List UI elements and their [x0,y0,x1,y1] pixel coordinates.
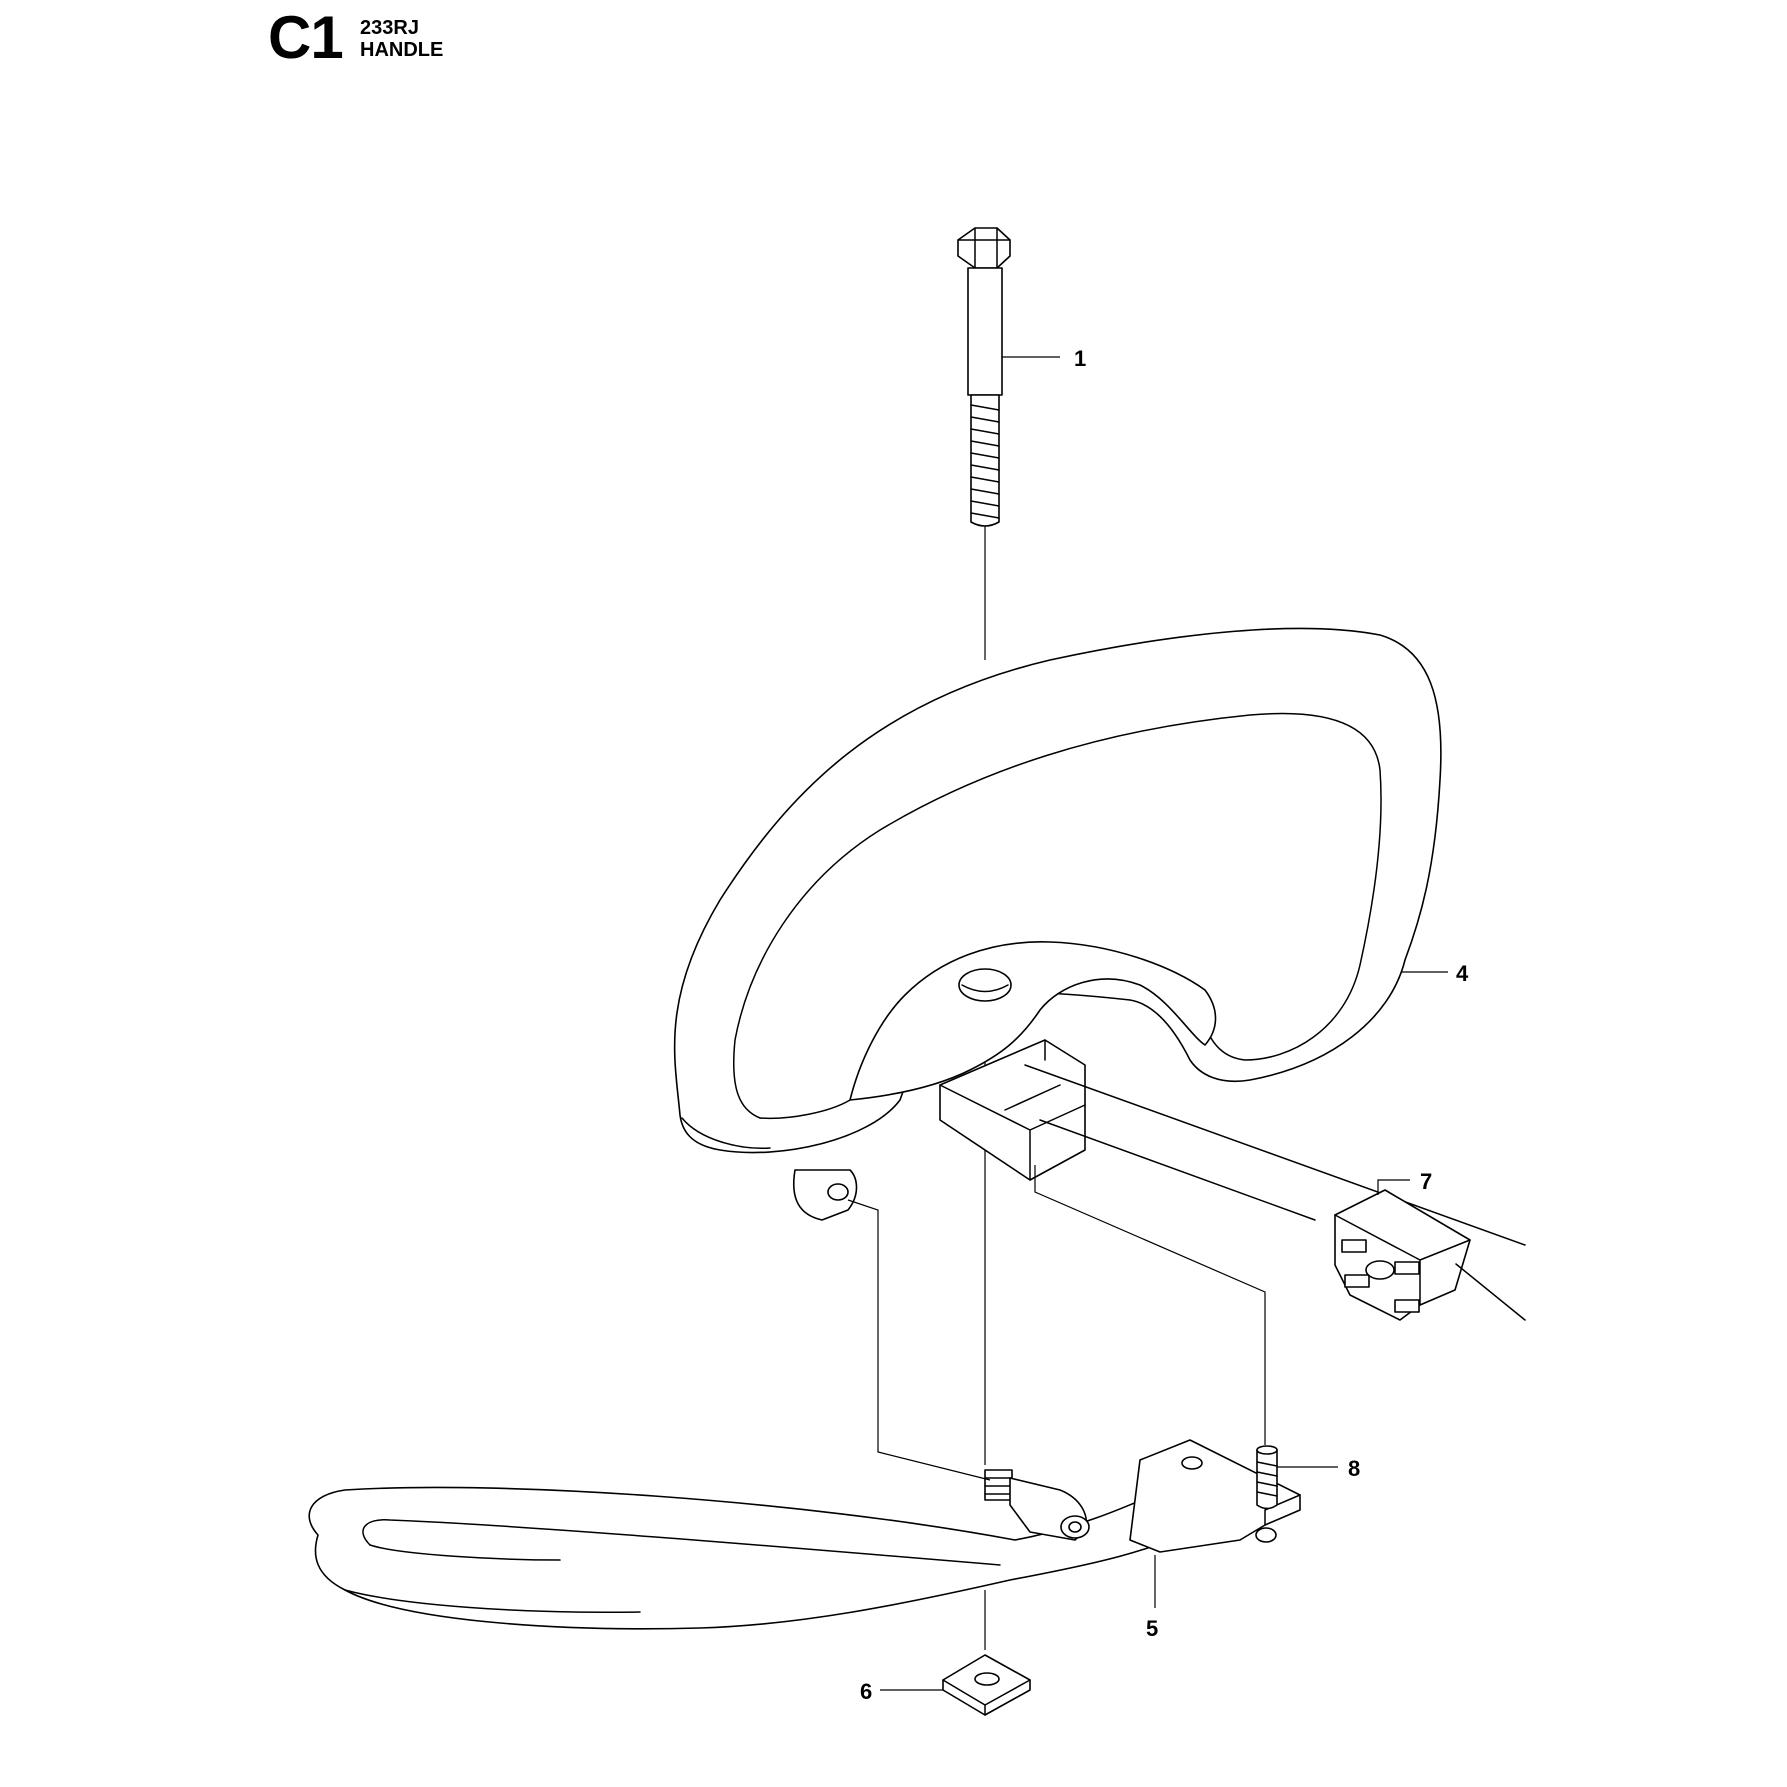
part-4-loop-handle[interactable] [673,627,1442,1154]
handle-clamp-block [939,1039,1086,1181]
handle-mounting-lug [793,1169,858,1221]
part-6-square-nut[interactable] [942,1654,1031,1716]
callout-6: 6 [860,1679,872,1704]
callout-1: 1 [1074,346,1086,371]
part-7-spacer-block[interactable] [1334,1189,1526,1321]
model-number: 233RJ [360,17,419,39]
shaft-line-lower [1039,1119,1316,1221]
callout-7: 7 [1420,1169,1432,1194]
leader-lug-to-screw [847,1199,991,1481]
bar-handle-socket-screw [984,1469,1090,1541]
callout-7-leader [1377,1179,1410,1195]
part-8-screw[interactable] [1256,1445,1278,1510]
section-code: C1 [268,4,344,71]
leader-clamp-to-screw [1034,1165,1266,1445]
shaft-line-upper [1024,1064,1526,1246]
part-1-hex-bolt[interactable] [957,227,1011,527]
callout-5: 5 [1146,1616,1158,1641]
part-5-bar-handle[interactable] [308,1439,1301,1630]
callout-8: 8 [1348,1456,1360,1481]
callout-4: 4 [1456,961,1469,986]
assembly-name: HANDLE [360,39,444,61]
